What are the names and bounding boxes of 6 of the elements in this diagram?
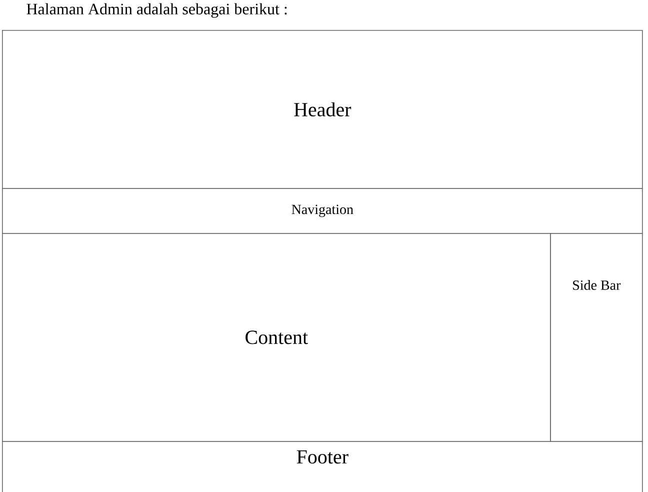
layout-region: Navigation: [2, 188, 643, 234]
layout-region: Header: [2, 30, 643, 189]
layout-region: Side Bar: [550, 232, 643, 442]
layout-region: Content: [2, 232, 551, 442]
page-heading: Halaman Admin adalah sebagai berikut :: [26, 3, 287, 18]
layout-region: Footer: [2, 440, 643, 492]
